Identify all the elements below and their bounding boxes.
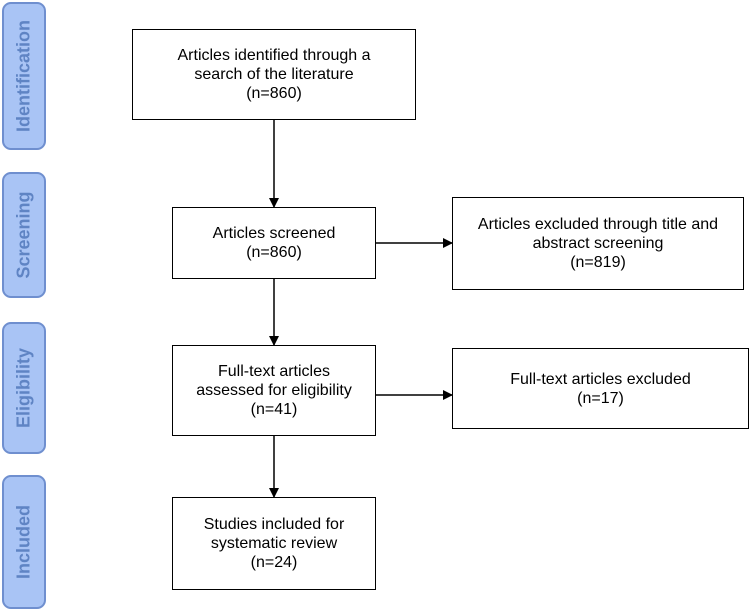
box-identified: Articles identified through a search of … xyxy=(132,29,416,120)
box-screened-line1: Articles screened xyxy=(212,225,336,242)
box-screened-count: (n=860) xyxy=(246,244,302,261)
box-excluded-title-line2: abstract screening xyxy=(532,235,664,252)
box-assessed-line1: Full-text articles xyxy=(217,363,331,380)
box-excluded-title: Articles excluded through title and abst… xyxy=(452,197,744,290)
box-identified-count: (n=860) xyxy=(246,85,302,102)
box-excluded-fulltext-count: (n=17) xyxy=(577,389,624,407)
box-excluded-title-line1: Articles excluded through title and xyxy=(477,216,719,233)
box-identified-line1: Articles identified through a xyxy=(177,47,371,64)
box-excluded-title-count: (n=819) xyxy=(570,254,626,271)
box-assessed: Full-text articles assessed for eligibil… xyxy=(172,345,376,436)
stage-eligibility: Eligibility xyxy=(2,322,46,454)
box-screened: Articles screened (n=860) xyxy=(172,207,376,279)
box-excluded-fulltext-line1: Full-text articles excluded xyxy=(510,370,691,388)
box-included: Studies included for systematic review (… xyxy=(172,497,376,590)
box-excluded-fulltext: Full-text articles excluded (n=17) xyxy=(452,348,749,429)
stage-identification: Identification xyxy=(2,2,46,150)
box-included-line1: Studies included for xyxy=(203,516,345,533)
box-identified-line2: search of the literature xyxy=(194,66,354,83)
box-assessed-line2: assessed for eligibility xyxy=(196,382,352,399)
box-included-count: (n=24) xyxy=(250,554,298,571)
box-assessed-count: (n=41) xyxy=(250,401,298,418)
stage-screening: Screening xyxy=(2,172,46,298)
box-included-line2: systematic review xyxy=(210,535,338,552)
stage-included: Included xyxy=(2,475,46,609)
